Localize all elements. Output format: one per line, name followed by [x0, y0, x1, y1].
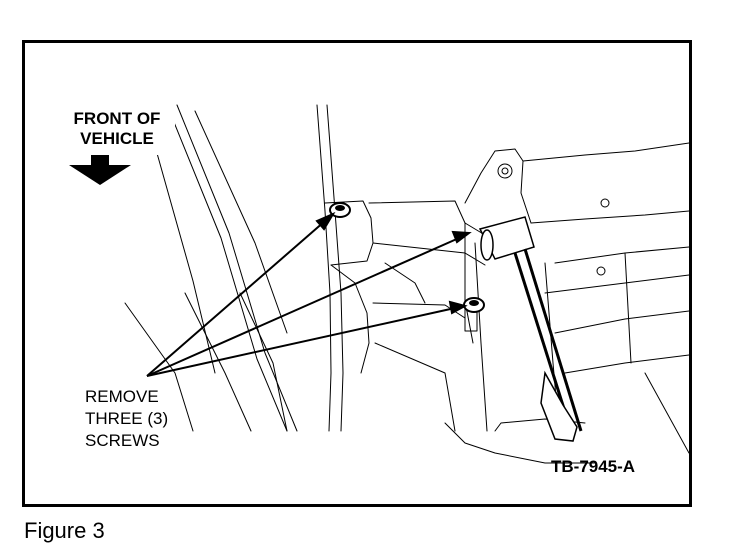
- screwdriver-icon: [478, 216, 583, 442]
- installation-illustration: [65, 89, 689, 464]
- reference-code: TB-7945-A: [551, 457, 636, 476]
- vehicle-structure: [124, 104, 689, 464]
- callout-line1: REMOVE: [85, 387, 159, 406]
- screw-icon: [463, 297, 485, 313]
- remove-screws-callout: REMOVE THREE (3) SCREWS: [85, 386, 168, 452]
- front-of-vehicle-label: FRONT OF VEHICLE: [53, 109, 181, 149]
- front-label-line1: FRONT OF: [73, 109, 161, 128]
- figure-frame: FRONT OF VEHICLE REMOVE THREE (3) SCREWS…: [22, 40, 692, 507]
- leader-arrow-icon: [146, 211, 472, 377]
- callout-line2: THREE (3): [85, 409, 169, 428]
- front-direction-arrow-icon: [69, 155, 131, 185]
- screw-icon: [329, 202, 351, 218]
- front-label-line2: VEHICLE: [80, 129, 154, 148]
- callout-line3: SCREWS: [85, 431, 160, 450]
- figure-caption: Figure 3: [24, 518, 105, 543]
